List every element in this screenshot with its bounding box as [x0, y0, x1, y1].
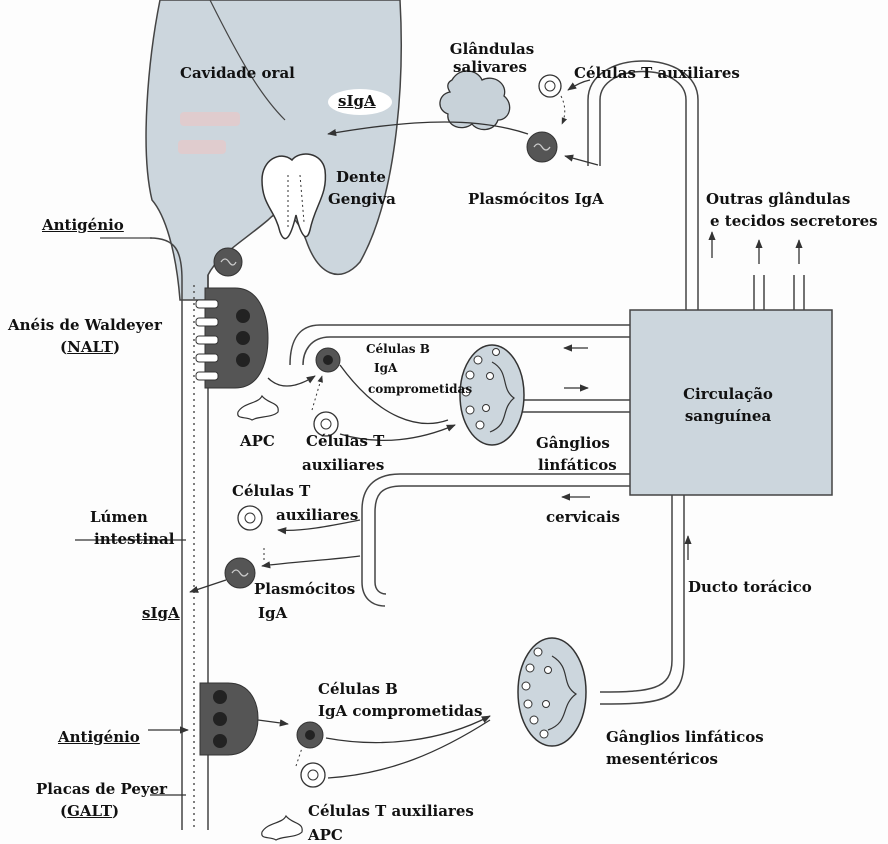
label-plasma-low-1: Plasmócitos [254, 580, 355, 598]
label-plasma-top: Plasmócitos IgA [468, 190, 604, 208]
label-t-helper-low-1: Células T [232, 482, 310, 500]
apc-cell-bottom [262, 816, 302, 840]
label-oral-cavity: Cavidade oral [180, 64, 295, 82]
label-t-helper-mid-1: Células T [306, 432, 384, 450]
label-plasma-low-2: IgA [258, 604, 287, 622]
galt-shape [200, 683, 258, 755]
label-nalt: NALT [67, 338, 113, 356]
label-b-cells-mid-1: Células B [366, 342, 430, 356]
erased-patch [180, 112, 240, 126]
label-peyer-2: (GALT) [60, 802, 119, 820]
label-thoracic-duct: Ducto torácico [688, 578, 812, 596]
label-circulation-2: sanguínea [685, 407, 771, 425]
label-apc-mid: APC [240, 432, 275, 450]
label-galt: GALT [67, 802, 112, 820]
label-other-glands-1: Outras glândulas [706, 190, 850, 208]
label-ganglios-2: linfáticos [538, 456, 617, 474]
label-siga-low: sIgA [142, 604, 180, 622]
label-gum: Gengiva [328, 190, 396, 208]
label-b-cells-mid-2: IgA [374, 361, 397, 375]
label-siga-top: sIgA [338, 92, 376, 110]
label-salivary-glands-1: Glândulas [450, 40, 534, 58]
label-apc-bottom: APC [308, 826, 343, 844]
mesenteric-lymph-node [518, 638, 586, 746]
label-b-cells-low-1: Células B [318, 680, 398, 698]
label-waldeyer-1: Anéis de Waldeyer [8, 316, 162, 334]
label-other-glands-2: e tecidos secretores [710, 212, 878, 230]
label-lumen-2: intestinal [94, 530, 174, 548]
gingiva-plasma-cell [214, 248, 242, 276]
label-salivary-glands-2: salivares [453, 58, 527, 76]
label-cervical: cervicais [546, 508, 620, 526]
label-t-helper-mid-2: auxiliares [302, 456, 384, 474]
label-antigen-low: Antigénio [58, 728, 140, 746]
label-b-cells-mid-3: comprometidas [368, 382, 472, 396]
label-t-helper-bottom: Células T auxiliares [308, 802, 474, 820]
label-mesenteric-1: Gânglios linfáticos [606, 728, 764, 746]
erased-patch [178, 140, 226, 154]
label-lumen-1: Lúmen [90, 508, 148, 526]
label-mesenteric-2: mesentéricos [606, 750, 718, 768]
label-t-helper-top: Células T auxiliares [574, 64, 740, 82]
label-ganglios-1: Gânglios [536, 434, 610, 452]
label-circulation-1: Circulação [683, 385, 773, 403]
vessel-top [600, 72, 686, 311]
label-peyer-1: Placas de Peyer [36, 780, 167, 798]
label-tooth: Dente [336, 168, 386, 186]
label-antigen-top: Antigénio [42, 216, 124, 234]
label-waldeyer-2: (NALT) [60, 338, 120, 356]
apc-cell-mid [238, 396, 278, 420]
salivary-gland [440, 71, 510, 130]
label-t-helper-low-2: auxiliares [276, 506, 358, 524]
label-b-cells-low-2: IgA comprometidas [318, 702, 482, 720]
